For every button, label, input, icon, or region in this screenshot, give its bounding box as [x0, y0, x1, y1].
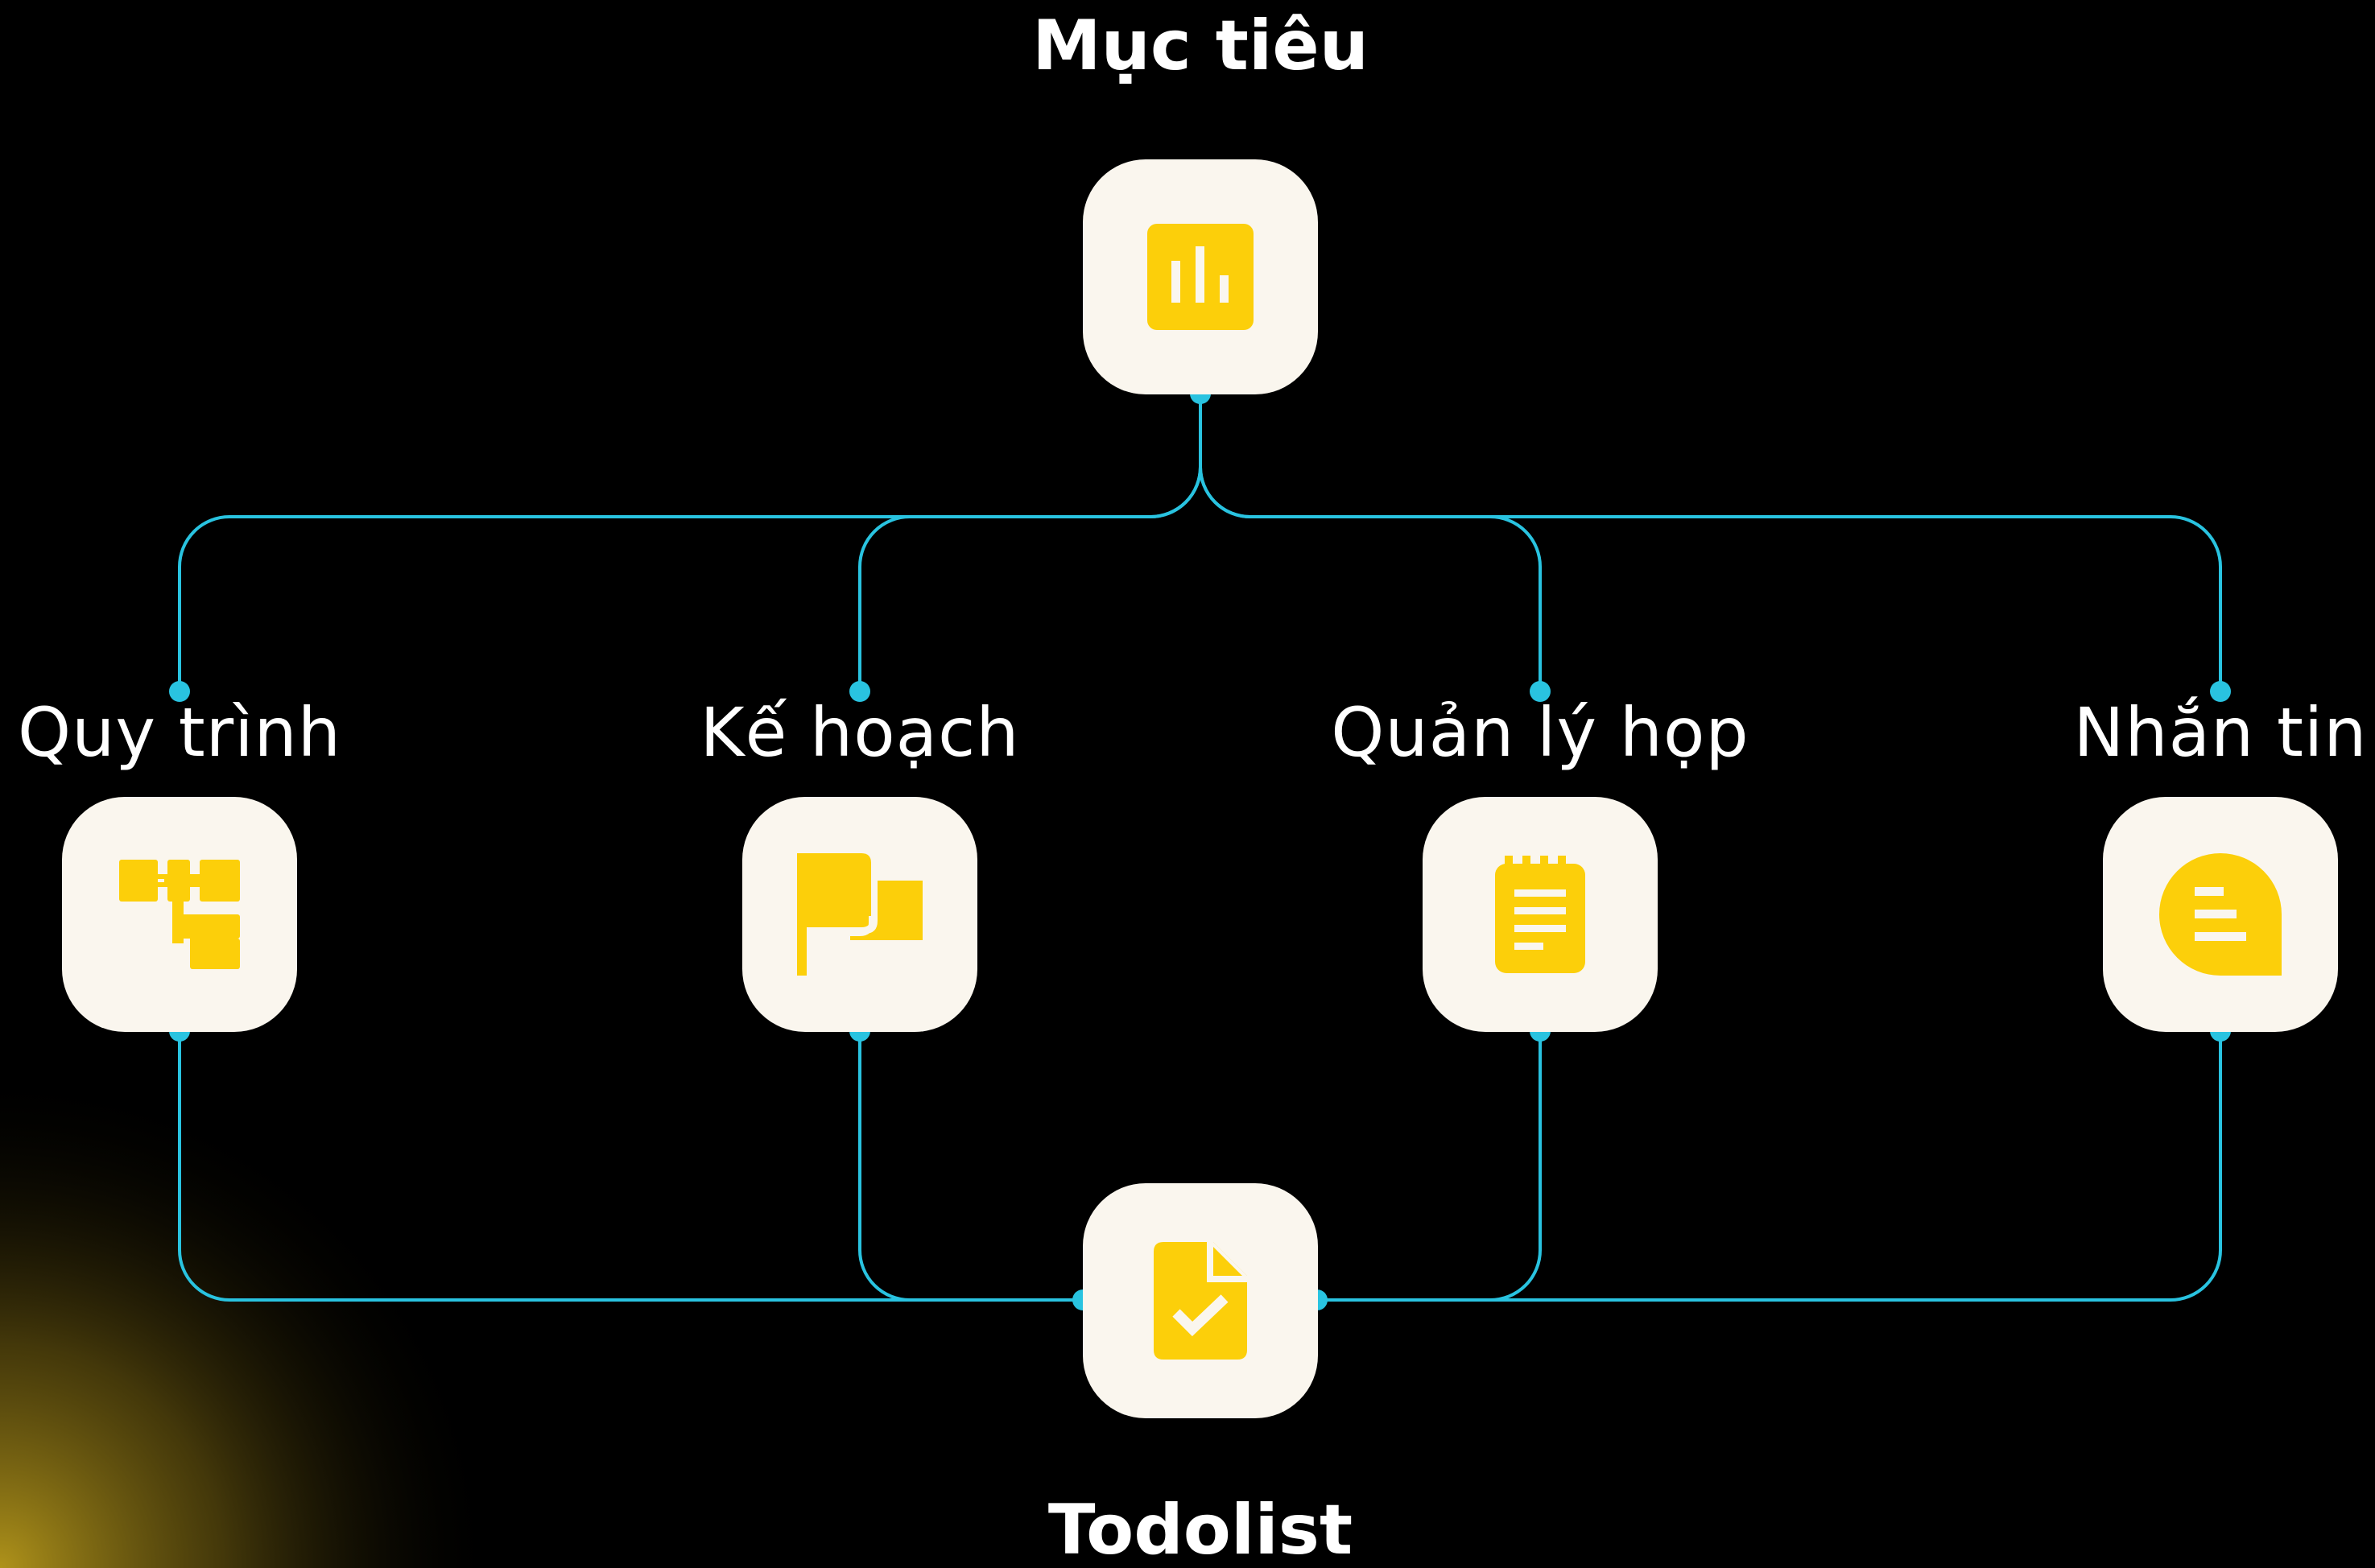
bar-chart-icon — [1147, 224, 1254, 330]
connector-top-to-quan-ly-hop — [1199, 394, 1542, 692]
node-ke-hoach[interactable] — [742, 797, 977, 1032]
connector-dot — [2210, 681, 2231, 702]
connector-top-to-quy-trinh — [178, 394, 1202, 692]
connector-top-to-nhan-tin — [1199, 394, 2222, 692]
connector-top-to-ke-hoach — [858, 394, 1202, 692]
notepad-icon — [1495, 856, 1585, 973]
node-label-muc-tieu: Mục tiêu — [1032, 6, 1369, 86]
node-nhan-tin[interactable] — [2103, 797, 2338, 1032]
document-check-icon — [1154, 1242, 1247, 1360]
connector-quan-ly-hop-to-todolist — [1317, 1031, 1542, 1302]
node-todolist[interactable] — [1083, 1183, 1318, 1418]
flag-icon — [797, 853, 923, 976]
connector-quy-trinh-to-todolist — [178, 1031, 1083, 1302]
node-quan-ly-hop[interactable] — [1423, 797, 1658, 1032]
connector-dot — [1530, 681, 1551, 702]
node-label-ke-hoach: Kế hoạch — [700, 693, 1020, 772]
node-label-quy-trinh: Quy trình — [17, 693, 342, 772]
connector-nhan-tin-to-todolist — [1317, 1031, 2222, 1302]
connector-ke-hoach-to-todolist — [858, 1031, 1083, 1302]
chat-bubble-icon — [2159, 853, 2282, 976]
node-label-quan-ly-hop: Quản lý họp — [1331, 693, 1749, 772]
connector-dot — [849, 681, 870, 702]
node-quy-trinh[interactable] — [62, 797, 297, 1032]
node-muc-tieu[interactable] — [1083, 159, 1318, 394]
node-label-todolist: Todolist — [1047, 1490, 1353, 1568]
workflow-icon — [119, 860, 240, 969]
connector-dot — [169, 681, 190, 702]
node-label-nhan-tin: Nhắn tin — [2073, 693, 2368, 772]
